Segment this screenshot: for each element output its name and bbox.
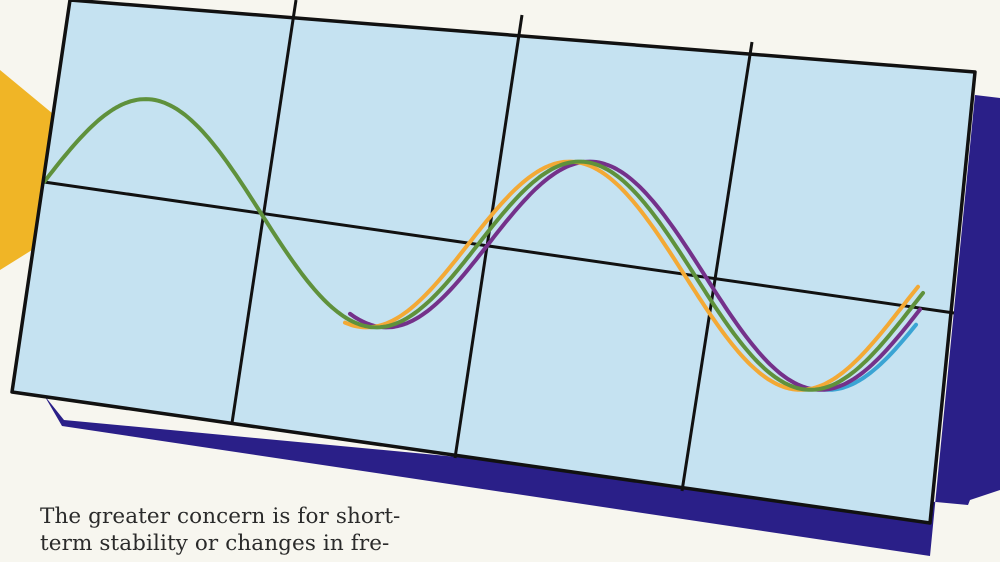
caption-line-2: term stability or changes in fre- — [40, 531, 390, 556]
grid-lines — [43, 0, 955, 492]
grid-line-vertical-1 — [230, 0, 298, 424]
waveform-green — [42, 97, 925, 392]
grid-line-vertical-2 — [453, 14, 524, 459]
display-frame — [10, 0, 977, 525]
grid-line-vertical-3 — [680, 41, 754, 492]
shadow-panel — [44, 95, 1000, 556]
waveform-orange — [343, 159, 920, 392]
display-panel — [12, 0, 975, 523]
grid-line-horizontal-center — [43, 180, 955, 315]
caption-line-1: The greater concern is for short- — [40, 504, 401, 529]
caption: The greater concern is for short- term s… — [40, 503, 460, 557]
waveforms — [42, 97, 925, 392]
